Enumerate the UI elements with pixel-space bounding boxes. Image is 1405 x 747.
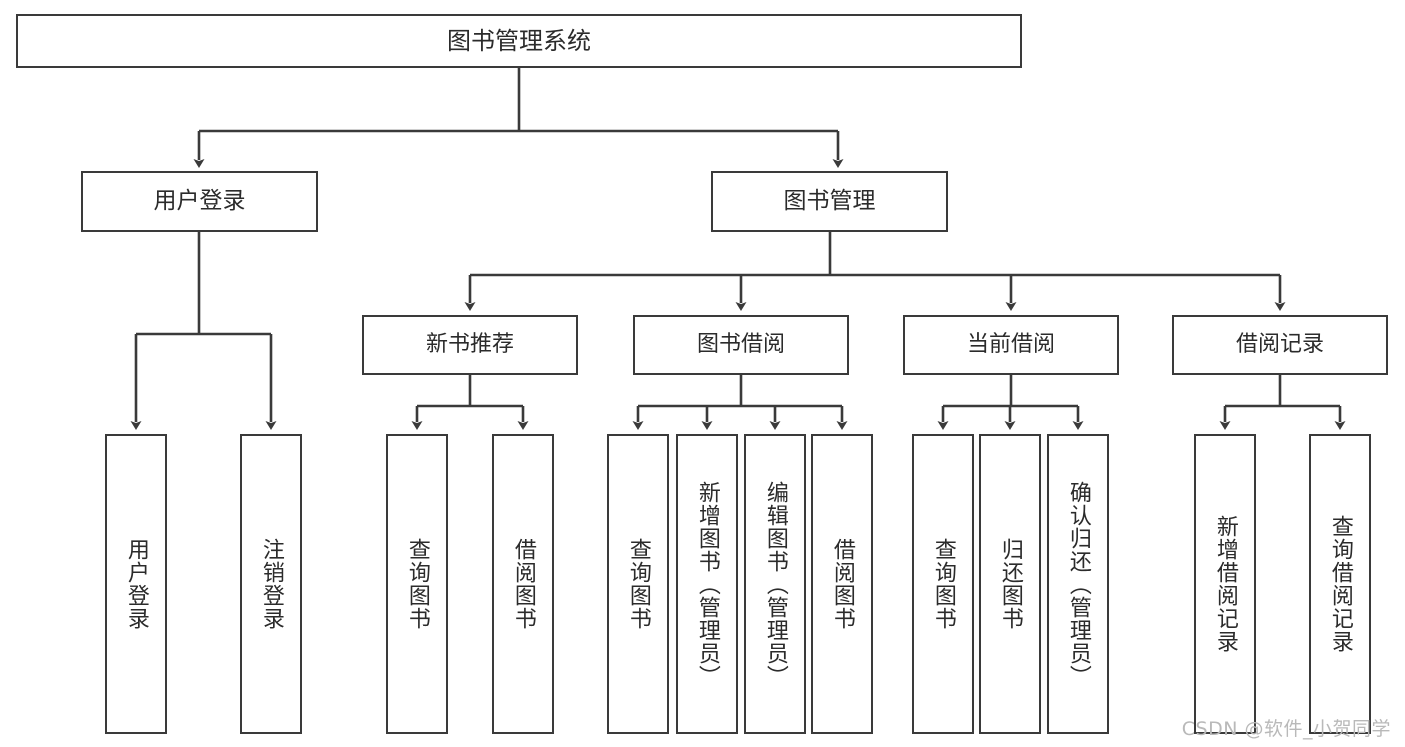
leaf-borrow-add-book[interactable]: 新增图书（管理员）: [676, 434, 738, 734]
node-root-label: 图书管理系统: [447, 27, 591, 55]
leaf-inner: 查询图书: [388, 436, 446, 732]
leaf-inner: 借阅图书: [494, 436, 552, 732]
leaf-label: 确认归还（管理员）: [1065, 480, 1091, 688]
node-borrow-record-label: 借阅记录: [1235, 332, 1324, 357]
leaf-borrow-query-book[interactable]: 查询图书: [607, 434, 669, 734]
watermark: CSDN @软件_小贺同学: [1181, 718, 1391, 740]
leaf-record-add-record[interactable]: 新增借阅记录: [1194, 434, 1256, 734]
leaf-label: 查询图书: [404, 538, 430, 630]
leaf-inner: 新增图书（管理员）: [678, 436, 736, 732]
leaf-label: 借阅图书: [829, 538, 855, 630]
leaf-label: 查询借阅记录: [1327, 515, 1353, 653]
leaf-inner: 用户登录: [107, 436, 165, 732]
leaf-recommend-query-book[interactable]: 查询图书: [386, 434, 448, 734]
leaf-user-login-signout[interactable]: 注销登录: [240, 434, 302, 734]
leaf-inner: 查询图书: [609, 436, 667, 732]
leaf-current-confirm-return[interactable]: 确认归还（管理员）: [1047, 434, 1109, 734]
leaf-label: 用户登录: [123, 538, 149, 630]
leaf-inner: 归还图书: [981, 436, 1039, 732]
leaf-label: 注销登录: [258, 538, 284, 630]
node-book-borrow[interactable]: 图书借阅: [633, 315, 849, 375]
node-book-management-label: 图书管理: [783, 188, 876, 214]
leaf-inner: 确认归还（管理员）: [1049, 436, 1107, 732]
node-root[interactable]: 图书管理系统: [16, 14, 1022, 68]
leaf-inner: 注销登录: [242, 436, 300, 732]
leaf-current-query-book[interactable]: 查询图书: [912, 434, 974, 734]
node-current-borrow[interactable]: 当前借阅: [903, 315, 1119, 375]
leaf-label: 借阅图书: [510, 538, 536, 630]
leaf-inner: 查询图书: [914, 436, 972, 732]
leaf-label: 查询图书: [625, 538, 651, 630]
node-user-login[interactable]: 用户登录: [81, 171, 318, 232]
leaf-recommend-borrow-book[interactable]: 借阅图书: [492, 434, 554, 734]
leaf-inner: 查询借阅记录: [1311, 436, 1369, 732]
leaf-current-return-book[interactable]: 归还图书: [979, 434, 1041, 734]
node-new-book-recommend-label: 新书推荐: [425, 332, 514, 357]
leaf-label: 查询图书: [930, 538, 956, 630]
node-book-management[interactable]: 图书管理: [711, 171, 948, 232]
leaf-borrow-edit-book[interactable]: 编辑图书（管理员）: [744, 434, 806, 734]
leaf-inner: 编辑图书（管理员）: [746, 436, 804, 732]
node-user-login-label: 用户登录: [153, 188, 246, 214]
leaf-label: 编辑图书（管理员）: [762, 480, 788, 688]
node-book-borrow-label: 图书借阅: [696, 332, 785, 357]
leaf-inner: 新增借阅记录: [1196, 436, 1254, 732]
leaf-inner: 借阅图书: [813, 436, 871, 732]
node-borrow-record[interactable]: 借阅记录: [1172, 315, 1388, 375]
leaf-record-query-record[interactable]: 查询借阅记录: [1309, 434, 1371, 734]
leaf-user-login-signin[interactable]: 用户登录: [105, 434, 167, 734]
leaf-borrow-borrow-book[interactable]: 借阅图书: [811, 434, 873, 734]
leaf-label: 新增图书（管理员）: [694, 480, 720, 688]
node-new-book-recommend[interactable]: 新书推荐: [362, 315, 578, 375]
leaf-label: 归还图书: [997, 538, 1023, 630]
leaf-label: 新增借阅记录: [1212, 515, 1238, 653]
node-current-borrow-label: 当前借阅: [966, 332, 1055, 357]
